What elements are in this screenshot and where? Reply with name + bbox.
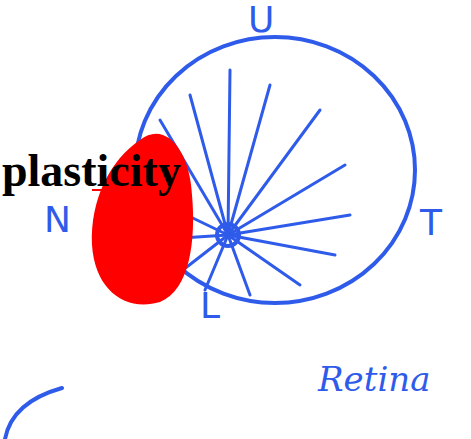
heading-text: plasticity [2,148,181,194]
direction-label: T [420,205,442,241]
figure-label: Retina [318,362,430,396]
direction-label: N [44,202,71,238]
direction-label: U [248,2,274,38]
partial-circle [5,388,62,439]
direction-label: L [200,288,220,324]
